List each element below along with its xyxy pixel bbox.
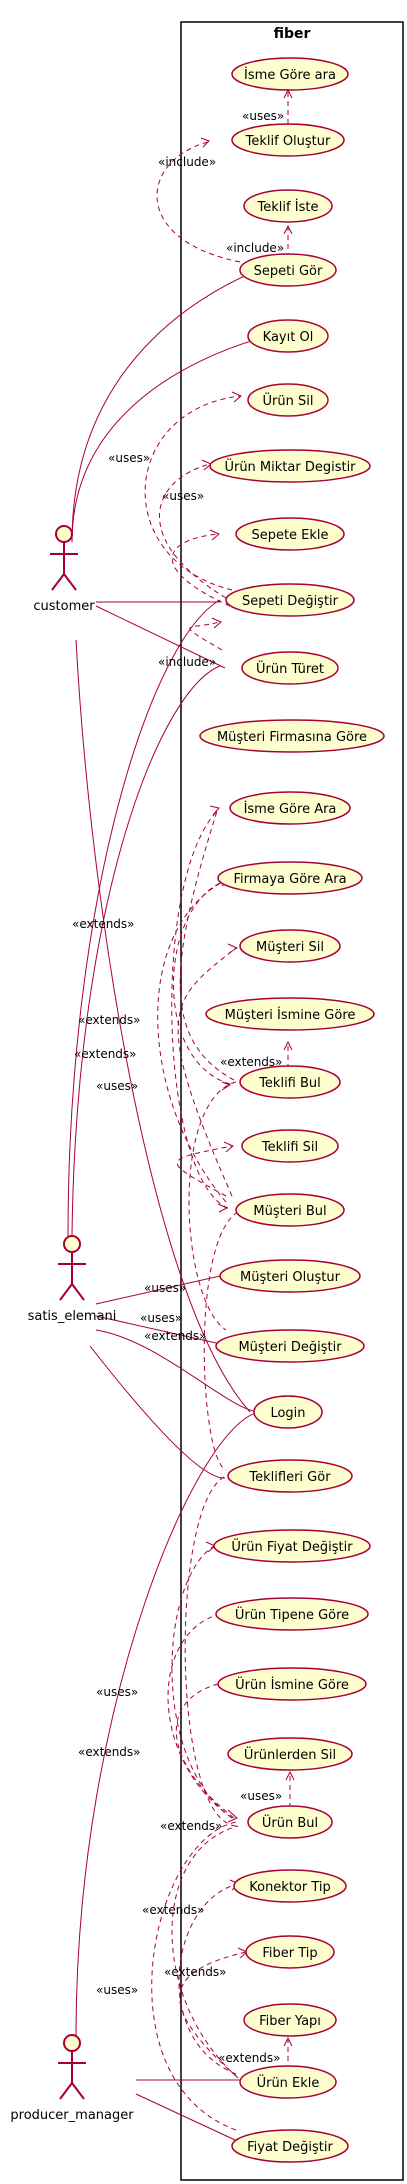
edge-label: «include» [158, 155, 216, 169]
svg-text:Müşteri Oluştur: Müşteri Oluştur [240, 1270, 341, 1285]
svg-text:Ürün Fiyat Değiştir: Ürün Fiyat Değiştir [231, 1538, 353, 1555]
edge-label: «uses» [240, 1789, 282, 1803]
usecase-sepeti-gor[interactable]: Sepeti Gör [239, 253, 337, 287]
usecase-konektor-tip[interactable]: Konektor Tip [233, 1869, 347, 1903]
edge-labels: «uses» «include» «include» «uses» «uses»… [72, 109, 284, 2065]
svg-text:Ürün Bul: Ürün Bul [262, 1814, 318, 1831]
system-title: fiber [274, 26, 311, 42]
edge-label: «extends» [74, 1047, 137, 1061]
usecase-teklif-iste[interactable]: Teklif İste [243, 189, 333, 223]
use-cases: İsme Göre ara Teklif Oluştur Teklif İste… [199, 57, 385, 2163]
edge-label: «extends» [220, 1055, 283, 1069]
svg-text:Fiyat Değiştir: Fiyat Değiştir [247, 2140, 333, 2155]
svg-text:Müşteri Bul: Müşteri Bul [253, 1204, 326, 1219]
svg-text:Ürün Türet: Ürün Türet [256, 660, 324, 677]
connections [67, 92, 291, 2141]
svg-text:Ürün Ekle: Ürün Ekle [257, 2074, 320, 2091]
svg-text:Müşteri Firmasına Göre: Müşteri Firmasına Göre [217, 730, 367, 745]
usecase-urun-ismine-gore[interactable]: Ürün İsmine Göre [217, 1667, 367, 1701]
usecase-urun-turet[interactable]: Ürün Türet [241, 651, 339, 685]
usecase-urunlerden-sil[interactable]: Ürünlerden Sil [227, 1737, 353, 1771]
actor-satis-elemani: satis_elemani [28, 1235, 117, 1324]
usecase-kayit-ol[interactable]: Kayıt Ol [247, 319, 329, 353]
svg-text:Kayıt Ol: Kayıt Ol [263, 330, 314, 345]
usecase-fiber-yapi[interactable]: Fiber Yapı [243, 2003, 337, 2037]
svg-text:Teklif İste: Teklif İste [257, 199, 319, 215]
actor-label: customer [33, 599, 95, 614]
svg-text:Teklifi Sil: Teklifi Sil [261, 1140, 318, 1155]
edge-label: «extends» [142, 1903, 205, 1917]
svg-text:Login: Login [270, 1406, 305, 1421]
edge-label: «include» [226, 241, 284, 255]
usecase-musteri-sil[interactable]: Müşteri Sil [239, 929, 341, 963]
usecase-sepete-ekle[interactable]: Sepete Ekle [235, 517, 345, 551]
usecase-teklif-olustur[interactable]: Teklif Oluştur [231, 123, 345, 157]
edge-label: «extends» [144, 1329, 207, 1343]
edge-label: «extends» [164, 1965, 227, 1979]
usecase-teklifleri-gor[interactable]: Teklifleri Gör [227, 1459, 353, 1493]
usecase-urun-sil[interactable]: Ürün Sil [247, 383, 329, 417]
svg-text:Sepete Ekle: Sepete Ekle [251, 528, 328, 543]
usecase-musteri-firmasina-gore[interactable]: Müşteri Firmasına Göre [199, 719, 385, 753]
usecase-isme-gore-ara[interactable]: İsme Göre ara [231, 57, 349, 91]
svg-text:Firmaya Göre Ara: Firmaya Göre Ara [233, 872, 346, 887]
edge-label: «uses» [162, 489, 204, 503]
svg-text:Müşteri Değiştir: Müşteri Değiştir [238, 1340, 342, 1355]
edge-label: «extends» [78, 1013, 141, 1027]
svg-text:Ürün Sil: Ürün Sil [263, 392, 314, 409]
edge-label: «uses» [242, 109, 284, 123]
usecase-teklifi-sil[interactable]: Teklifi Sil [241, 1129, 339, 1163]
edge-label: «uses» [96, 1079, 138, 1093]
svg-text:Konektor Tip: Konektor Tip [249, 1880, 331, 1895]
edge-label: «extends» [78, 1745, 141, 1759]
usecase-urun-tipene-gore[interactable]: Ürün Tipene Göre [215, 1597, 369, 1631]
actor-label: producer_manager [10, 2108, 134, 2123]
edge-label: «uses» [96, 1685, 138, 1699]
edge-label: «extends» [160, 1819, 223, 1833]
edge-label: «uses» [108, 451, 150, 465]
usecase-fiber-tip[interactable]: Fiber Tip [245, 1935, 335, 1969]
usecase-firmaya-gore-ara[interactable]: Firmaya Göre Ara [217, 861, 363, 895]
actor-customer: customer [33, 525, 95, 614]
usecase-urun-miktar-degistir[interactable]: Ürün Miktar Degistir [209, 449, 371, 483]
actor-producer-manager: producer_manager [10, 2034, 134, 2123]
usecase-musteri-bul[interactable]: Müşteri Bul [235, 1193, 345, 1227]
usecase-musteri-degistir[interactable]: Müşteri Değiştir [215, 1329, 365, 1363]
usecase-teklifi-bul[interactable]: Teklifi Bul [239, 1065, 341, 1099]
svg-text:Teklif Oluştur: Teklif Oluştur [245, 134, 331, 149]
usecase-fiyat-degistir[interactable]: Fiyat Değiştir [231, 2129, 349, 2163]
svg-text:Fiber Tip: Fiber Tip [262, 1946, 317, 1961]
edge-label: «uses» [144, 1281, 186, 1295]
edge-label: «include» [158, 655, 216, 669]
svg-text:İsme Göre ara: İsme Göre ara [244, 67, 336, 83]
svg-text:Ürünlerden Sil: Ürünlerden Sil [244, 1746, 336, 1763]
svg-text:Müşteri Sil: Müşteri Sil [256, 940, 324, 955]
svg-text:İsme Göre Ara: İsme Göre Ara [244, 801, 337, 817]
usecase-isme-gore-ara-2[interactable]: İsme Göre Ara [229, 791, 351, 825]
svg-text:Fiber Yapı: Fiber Yapı [259, 2014, 321, 2029]
usecase-urun-bul[interactable]: Ürün Bul [247, 1805, 333, 1839]
svg-text:Müşteri İsmine Göre: Müşteri İsmine Göre [225, 1007, 356, 1023]
usecase-musteri-ismine-gore[interactable]: Müşteri İsmine Göre [205, 997, 375, 1031]
edge-label: «extends» [218, 2051, 281, 2065]
svg-text:Sepeti Değiştir: Sepeti Değiştir [242, 594, 339, 609]
svg-text:Sepeti Gör: Sepeti Gör [254, 264, 323, 279]
svg-text:Ürün Miktar Degistir: Ürün Miktar Degistir [224, 458, 356, 475]
edge-label: «uses» [96, 1983, 138, 1997]
usecase-sepeti-degistir[interactable]: Sepeti Değiştir [225, 583, 355, 617]
edge-label: «uses» [140, 1311, 182, 1325]
svg-text:Ürün Tipene Göre: Ürün Tipene Göre [235, 1606, 349, 1623]
svg-text:Teklifi Bul: Teklifi Bul [258, 1076, 321, 1091]
usecase-urun-ekle[interactable]: Ürün Ekle [239, 2065, 337, 2099]
edge-label: «extends» [72, 917, 135, 931]
usecase-urun-fiyat-degistir[interactable]: Ürün Fiyat Değiştir [213, 1529, 371, 1563]
svg-text:Ürün İsmine Göre: Ürün İsmine Göre [235, 1676, 349, 1693]
usecase-login[interactable]: Login [253, 1395, 323, 1429]
usecase-musteri-olustur[interactable]: Müşteri Oluştur [219, 1259, 361, 1293]
actor-label: satis_elemani [28, 1309, 117, 1324]
svg-text:Teklifleri Gör: Teklifleri Gör [248, 1470, 331, 1485]
arrowheads [200, 88, 295, 2047]
